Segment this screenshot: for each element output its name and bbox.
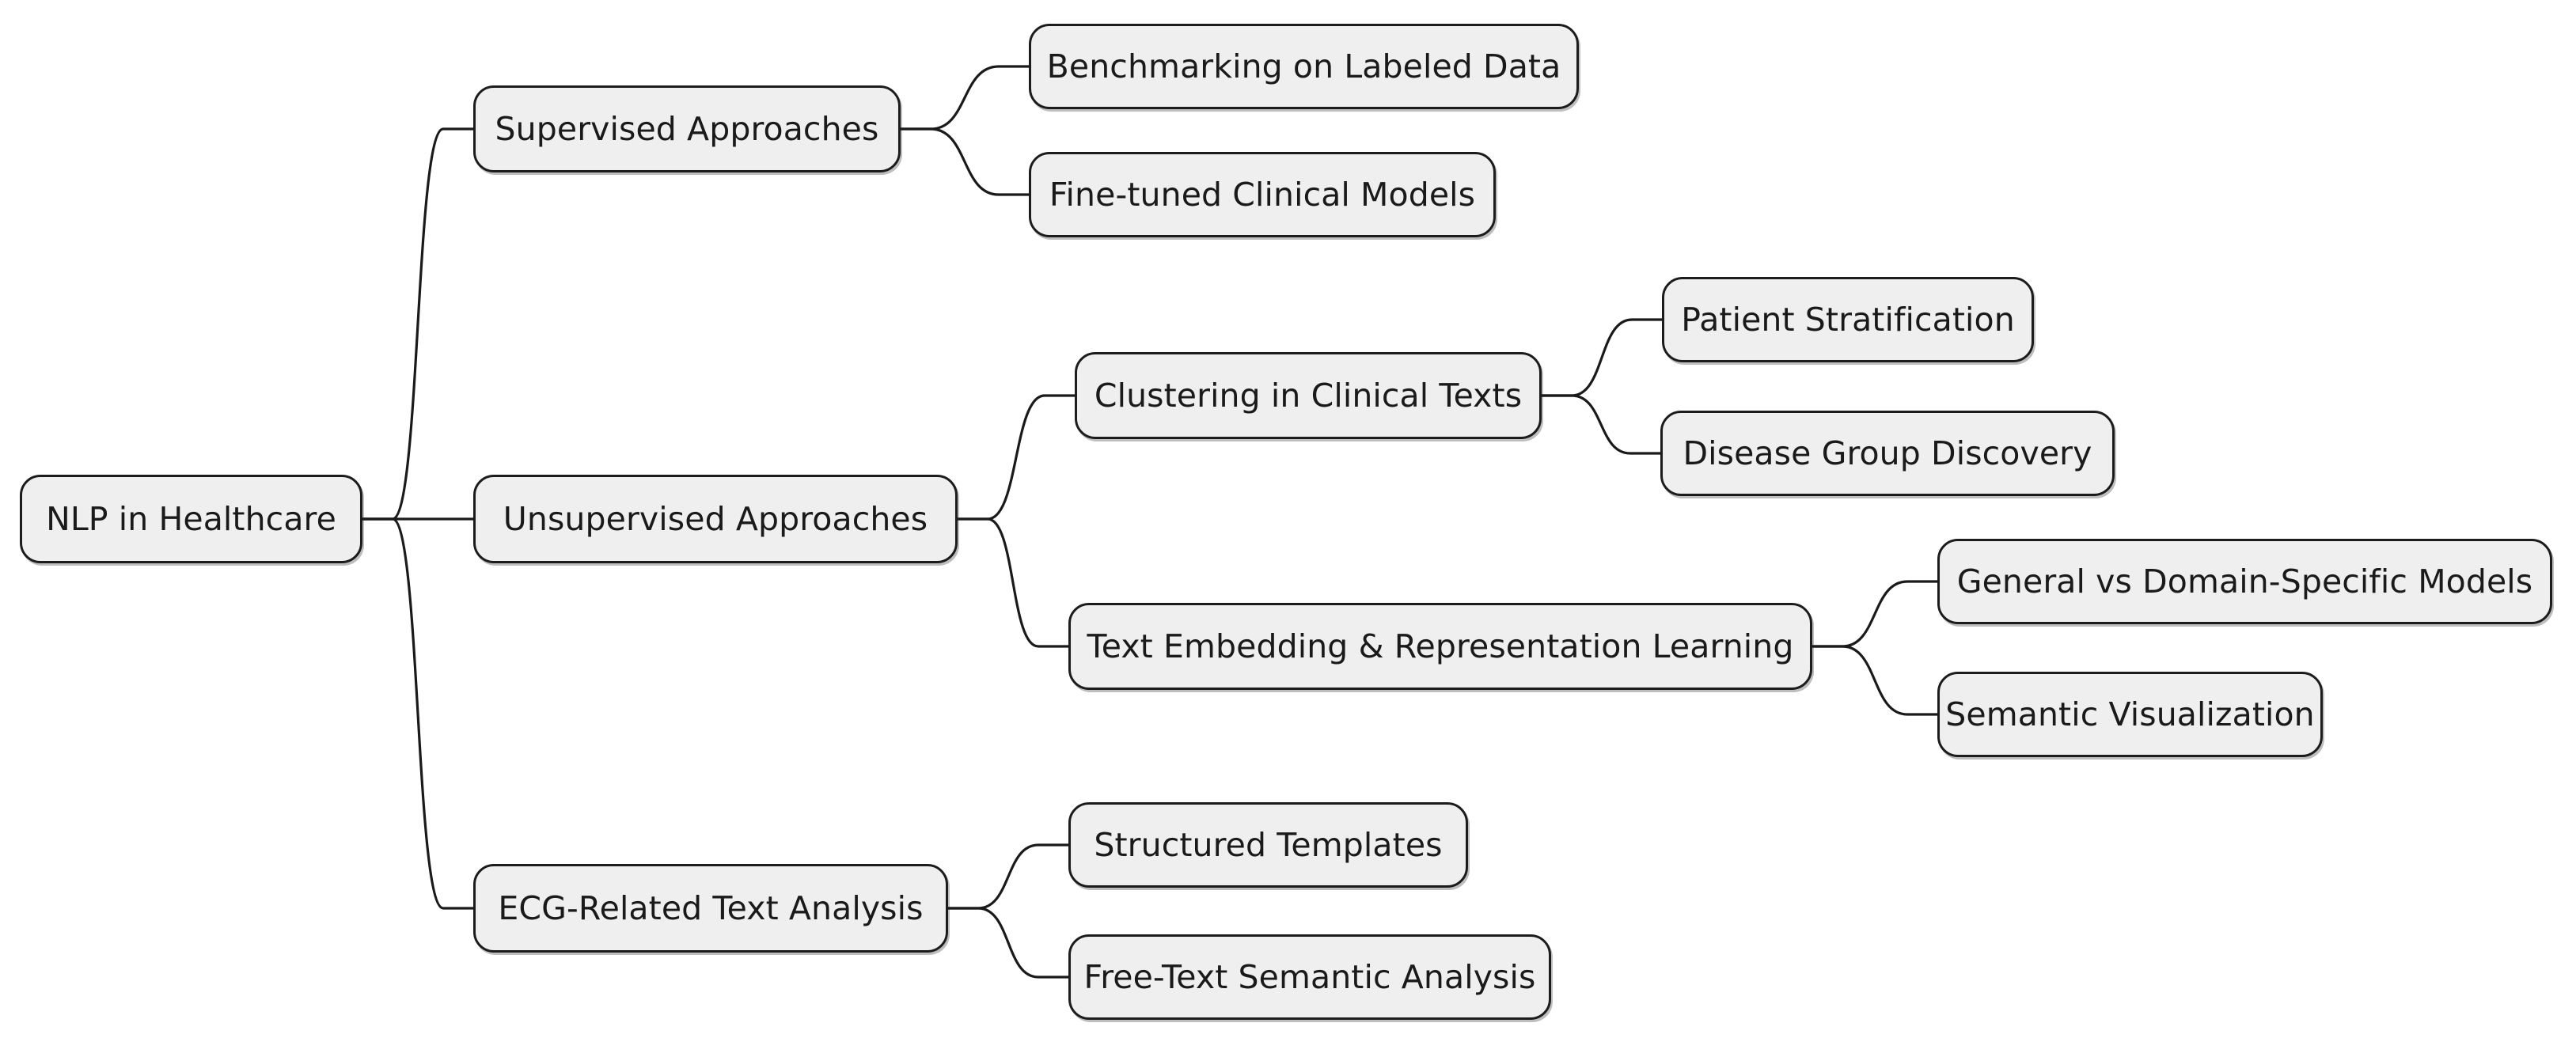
node-label-templates: Structured Templates [1094, 825, 1443, 864]
node-label-stratification: Patient Stratification [1681, 300, 2015, 339]
e-ecg-templates [947, 843, 1070, 910]
node-supervised[interactable]: Supervised Approaches [473, 85, 901, 172]
node-label-ecg: ECG-Related Text Analysis [498, 888, 924, 927]
node-benchmarking[interactable]: Benchmarking on Labeled Data [1029, 24, 1579, 109]
node-freetext[interactable]: Free-Text Semantic Analysis [1068, 934, 1551, 1020]
node-label-freetext: Free-Text Semantic Analysis [1083, 957, 1536, 996]
node-unsupervised[interactable]: Unsupervised Approaches [473, 475, 958, 563]
e-clustering-stratification [1540, 318, 1664, 397]
node-label-semanticviz: Semantic Visualization [1945, 695, 2315, 733]
e-supervised-finetuned [899, 127, 1030, 196]
node-templates[interactable]: Structured Templates [1068, 802, 1468, 888]
e-unsupervised-clustering [956, 394, 1076, 521]
node-label-embedding: Text Embedding & Representation Learning [1087, 627, 1794, 665]
node-root[interactable]: NLP in Healthcare [20, 475, 362, 563]
node-generalvsdomain[interactable]: General vs Domain-Specific Models [1937, 539, 2552, 624]
node-label-diseasegroup: Disease Group Discovery [1683, 434, 2092, 472]
node-semanticviz[interactable]: Semantic Visualization [1937, 672, 2323, 757]
node-label-generalvsdomain: General vs Domain-Specific Models [1956, 562, 2533, 600]
node-diseasegroup[interactable]: Disease Group Discovery [1660, 411, 2115, 496]
e-root-ecg [361, 517, 475, 910]
node-ecg[interactable]: ECG-Related Text Analysis [473, 864, 948, 953]
node-embedding[interactable]: Text Embedding & Representation Learning [1068, 603, 1812, 690]
e-unsupervised-embedding [956, 517, 1070, 648]
node-label-root: NLP in Healthcare [46, 499, 336, 538]
e-embedding-generalvsdomain [1811, 580, 1939, 648]
e-embedding-semanticviz [1811, 645, 1939, 716]
node-label-finetuned: Fine-tuned Clinical Models [1049, 175, 1476, 214]
node-label-clustering: Clustering in Clinical Texts [1094, 376, 1523, 415]
node-finetuned[interactable]: Fine-tuned Clinical Models [1029, 152, 1496, 237]
e-root-supervised [361, 127, 475, 521]
e-supervised-benchmarking [899, 65, 1030, 131]
e-clustering-diseasegroup [1540, 394, 1662, 455]
node-stratification[interactable]: Patient Stratification [1662, 277, 2034, 362]
node-label-supervised: Supervised Approaches [495, 109, 879, 148]
e-ecg-freetext [947, 907, 1070, 979]
node-label-unsupervised: Unsupervised Approaches [503, 499, 928, 538]
node-clustering[interactable]: Clustering in Clinical Texts [1075, 352, 1542, 439]
node-label-benchmarking: Benchmarking on Labeled Data [1046, 47, 1561, 85]
